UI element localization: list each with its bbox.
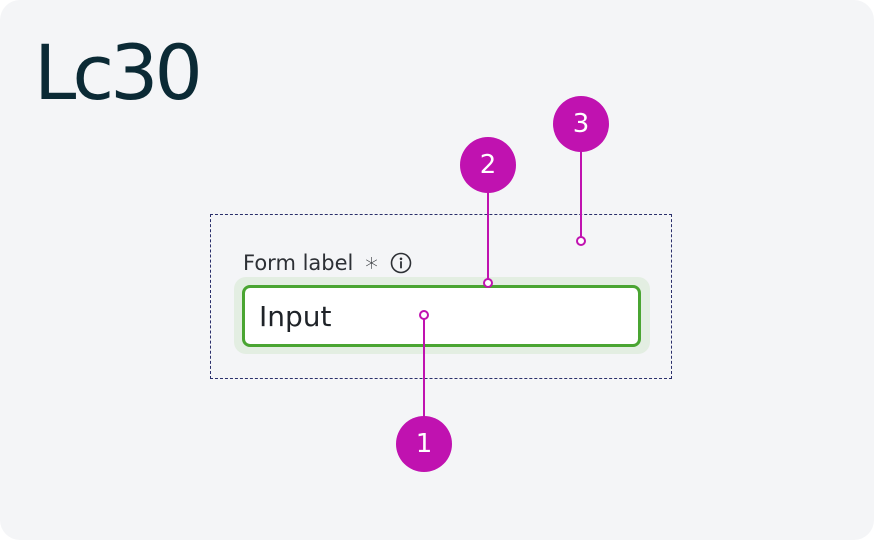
form-label-row: Form label ∗ <box>243 248 412 278</box>
form-field-container-outline <box>210 214 672 379</box>
required-asterisk: ∗ <box>363 248 380 278</box>
callout-marker-3: 3 <box>553 96 609 152</box>
form-label: Form label <box>243 251 354 275</box>
input-value: Input <box>259 299 332 333</box>
callout-marker-2: 2 <box>460 137 516 193</box>
callout-marker-1: 1 <box>396 416 452 472</box>
info-icon[interactable] <box>390 252 412 274</box>
component-code-title: Lc30 <box>34 28 203 117</box>
text-input[interactable]: Input <box>242 285 641 347</box>
